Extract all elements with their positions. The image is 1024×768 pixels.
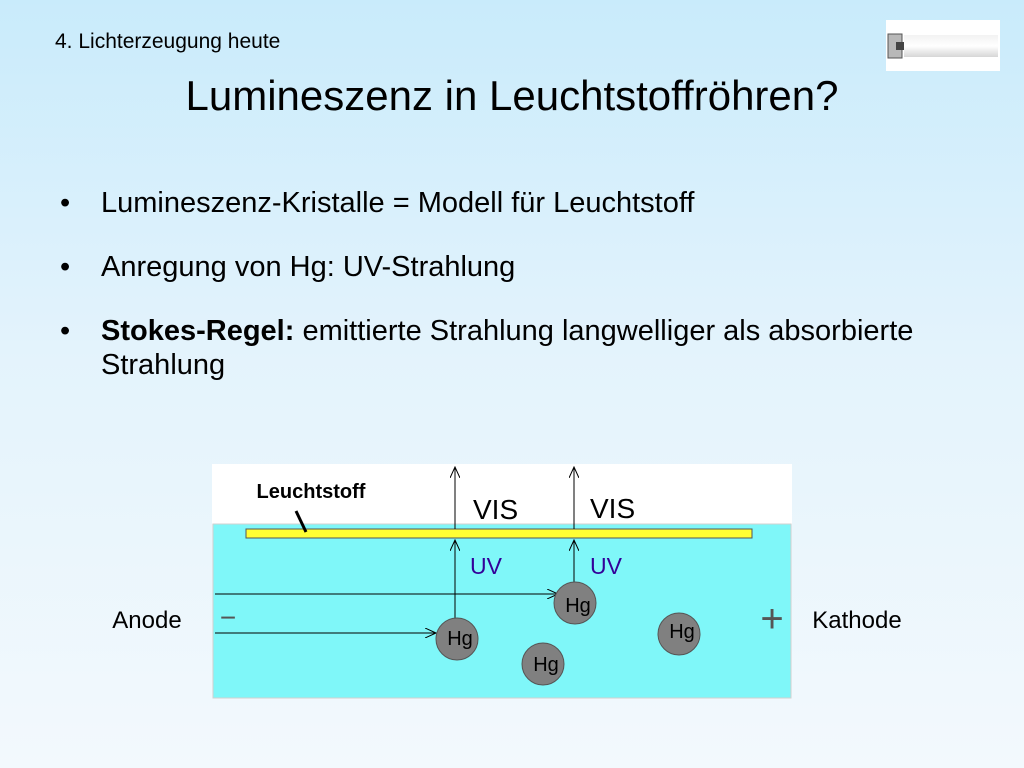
bullet-list: • Lumineszenz-Kristalle = Modell für Leuc… [60,186,960,412]
phosphor-label: Leuchtstoff [257,481,366,503]
bullet-text: Anregung von Hg: UV-Strahlung [101,251,516,283]
hg-atom-label: Hg [669,621,695,643]
bullet-bold: Stokes-Regel: [101,315,295,347]
tube-body [212,523,792,699]
bullet-dot: • [60,315,71,347]
air-region [212,464,792,524]
anode-minus-sign: − [220,602,236,633]
hg-atom: Hg [553,581,597,625]
fluorescent-tube-thumbnail [886,20,1000,71]
uv-label: UV [470,553,503,579]
uv-label: UV [590,553,623,579]
cathode-label: Kathode [812,607,901,634]
vis-label: VIS [590,493,635,524]
bullet-dot: • [60,187,71,219]
hg-atom-label: Hg [447,628,473,650]
hg-atom-label: Hg [533,654,559,676]
phosphor-layer [245,528,753,539]
hg-atom: Hg [435,617,479,661]
vis-label: VIS [473,494,518,525]
bullet-dot: • [60,251,71,283]
hg-atom-label: Hg [565,595,591,617]
bullet-text: Lumineszenz-Kristalle = Modell für Leuch… [101,187,695,219]
bullet-item: • Lumineszenz-Kristalle = Modell für Leuc… [60,186,960,220]
bullet-item: • Stokes-Regel: emittierte Strahlung lang… [60,314,960,382]
bullet-item: • Anregung von Hg: UV-Strahlung [60,250,960,284]
cathode-plus-sign: + [760,597,783,641]
bullet-text: emittierte Strahlung langwelliger als ab… [101,315,914,381]
phosphor-pointer [294,510,308,533]
section-label: 4. Lichterzeugung heute [55,30,281,53]
hg-atom: Hg [657,612,701,656]
hg-atom: Hg [521,642,565,686]
anode-label: Anode [112,607,181,634]
slide-title: Lumineszenz in Leuchtstoffröhren? [185,72,839,119]
